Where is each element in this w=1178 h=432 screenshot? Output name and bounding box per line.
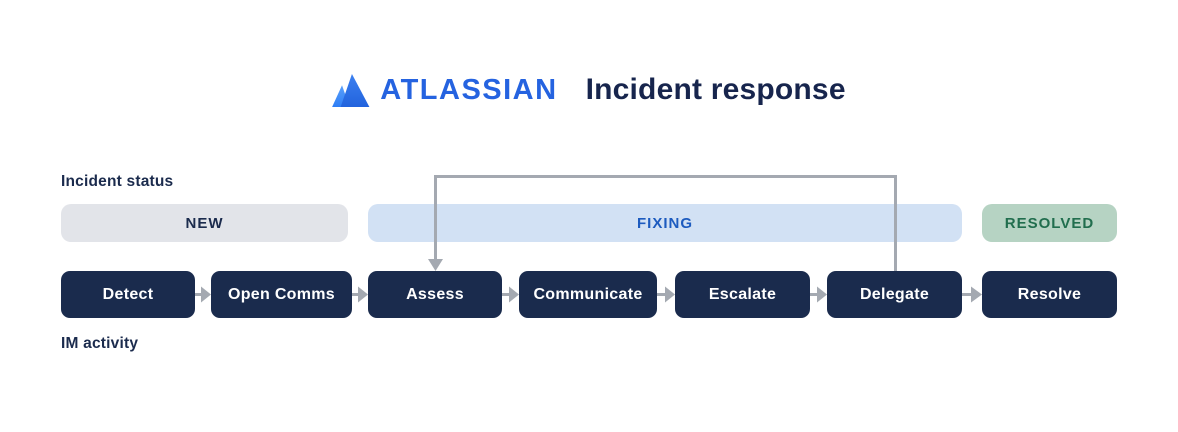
flow-arrow-opencomms-assess [352,286,368,303]
page-title: Incident response [585,73,846,106]
status-bar-fixing: FIXING [368,204,962,242]
status-bar-label: NEW [185,214,224,232]
flow-arrow-detect-opencomms [195,286,211,303]
flow-arrow-delegate-resolve [962,286,982,303]
brand-wordmark: ATLASSIAN [380,73,558,106]
activity-box-resolve: Resolve [982,271,1117,318]
activity-label: Escalate [708,285,777,303]
activity-label: Open Comms [227,285,335,303]
activity-label: Communicate [533,285,643,303]
activity-label: Delegate [859,285,930,303]
activity-label: Detect [102,285,154,303]
incident-status-label: Incident status [61,173,174,190]
activity-box-open-comms: Open Comms [211,271,352,318]
im-activity-label: IM activity [61,335,139,352]
status-bar-label: RESOLVED [1004,214,1095,232]
flow-arrow-escalate-delegate [810,286,827,303]
activity-label: Resolve [1017,285,1082,303]
activity-box-communicate: Communicate [519,271,657,318]
activity-box-assess: Assess [368,271,502,318]
status-bar-label: FIXING [636,214,693,232]
flow-arrow-communicate-escalate [657,286,675,303]
activity-box-delegate: Delegate [827,271,962,318]
status-bar-resolved: RESOLVED [982,204,1117,242]
activity-label: Assess [406,285,464,303]
status-bar-new: NEW [61,204,348,242]
flow-arrow-assess-communicate [502,286,519,303]
activity-box-escalate: Escalate [675,271,810,318]
header: ATLASSIAN Incident response [0,68,1178,112]
atlassian-logo-icon [332,73,370,107]
atlassian-brand: ATLASSIAN [332,73,557,107]
activity-box-detect: Detect [61,271,195,318]
